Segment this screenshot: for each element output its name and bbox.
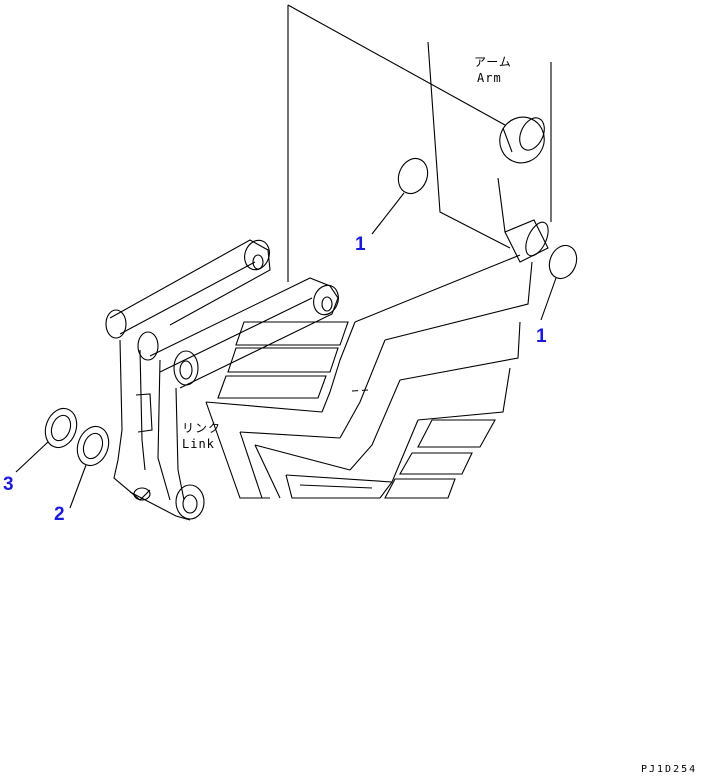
leader-lines: [15, 192, 557, 509]
callout-3[interactable]: 3: [3, 474, 14, 495]
drawing-code: PJ1D254: [641, 764, 697, 775]
arm-label-jp: アーム: [474, 55, 512, 69]
arm-boss-upper: [499, 116, 545, 164]
bucket: [205, 254, 533, 499]
link: [105, 239, 339, 521]
part-2-washer: [76, 425, 110, 467]
arm: [287, 4, 552, 282]
arm-boss-lower: [504, 219, 549, 263]
part-1-shim-b: [548, 244, 578, 280]
callout-1-right[interactable]: 1: [536, 326, 547, 347]
link-label-jp: リンク: [182, 421, 221, 435]
part-1-shim-a: [397, 157, 429, 195]
callout-1-upper[interactable]: 1: [355, 234, 366, 255]
link-label-en: Link: [182, 437, 215, 451]
part-3-washer: [44, 407, 78, 449]
arm-label-en: Arm: [477, 71, 502, 85]
callout-2[interactable]: 2: [54, 504, 65, 525]
